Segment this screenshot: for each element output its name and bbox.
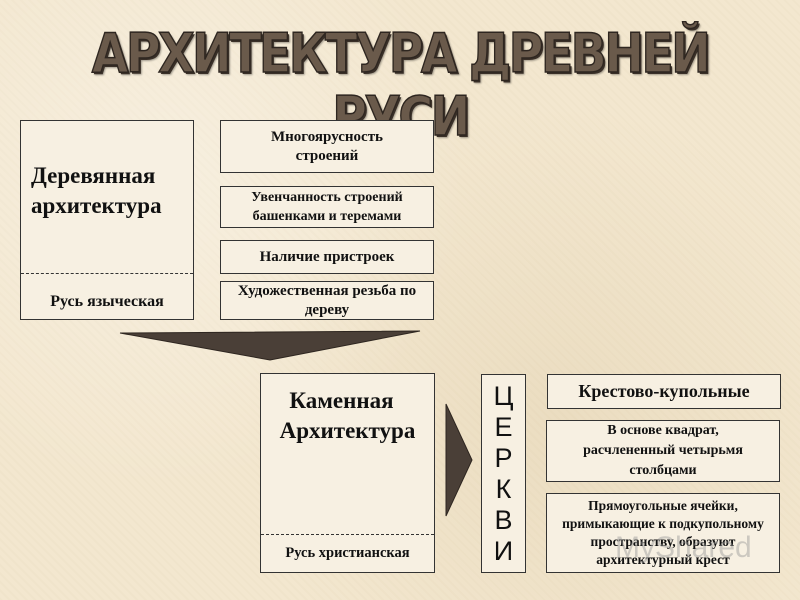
- watermark: MyShared: [615, 531, 752, 564]
- feature-crowned-towers: Увенчанность строений башенками и терема…: [220, 186, 434, 228]
- stone-heading-line1: Каменная: [289, 388, 394, 413]
- churches-letter: К: [495, 473, 512, 504]
- stone-divider: [261, 534, 434, 535]
- stone-footer: Русь христианская: [285, 545, 410, 561]
- wooden-footer: Русь языческая: [50, 293, 164, 310]
- down-arrow-icon: [119, 330, 421, 361]
- wooden-heading-line1: Деревянная: [31, 163, 156, 188]
- churches-letter: Ц: [493, 380, 514, 411]
- churches-letter: И: [493, 535, 514, 566]
- church-feature-square: В основе квадрат, расчлененный четырьмя …: [546, 420, 780, 482]
- churches-box: Ц Е Р К В И: [481, 374, 526, 573]
- cross-domed-type: Крестово-купольные: [547, 374, 781, 409]
- churches-letter: Е: [494, 411, 513, 442]
- page-title: АРХИТЕКТУРА ДРЕВНЕЙ РУСИ: [91, 21, 712, 149]
- feature-annexes: Наличие пристроек: [220, 240, 434, 274]
- wooden-heading: Деревянная архитектура: [31, 161, 162, 221]
- stone-heading: Каменная Архитектура: [261, 386, 434, 446]
- feature-multi-tier: Многоярусность строений: [220, 120, 434, 173]
- stone-heading-line2: Архитектура: [279, 418, 416, 443]
- churches-letter: В: [494, 504, 513, 535]
- feature-wood-carving: Художественная резьба по дереву: [220, 281, 434, 320]
- wooden-architecture-box: Деревянная архитектура Русь языческая: [20, 120, 194, 320]
- right-arrow-icon: [445, 403, 473, 517]
- wooden-divider: [21, 273, 193, 274]
- church-feature-cells: Прямоугольные ячейки, примыкающие к подк…: [546, 493, 780, 573]
- wooden-heading-line2: архитектура: [31, 193, 162, 218]
- stone-architecture-box: Каменная Архитектура Русь христианская: [260, 373, 435, 573]
- churches-letter: Р: [494, 442, 513, 473]
